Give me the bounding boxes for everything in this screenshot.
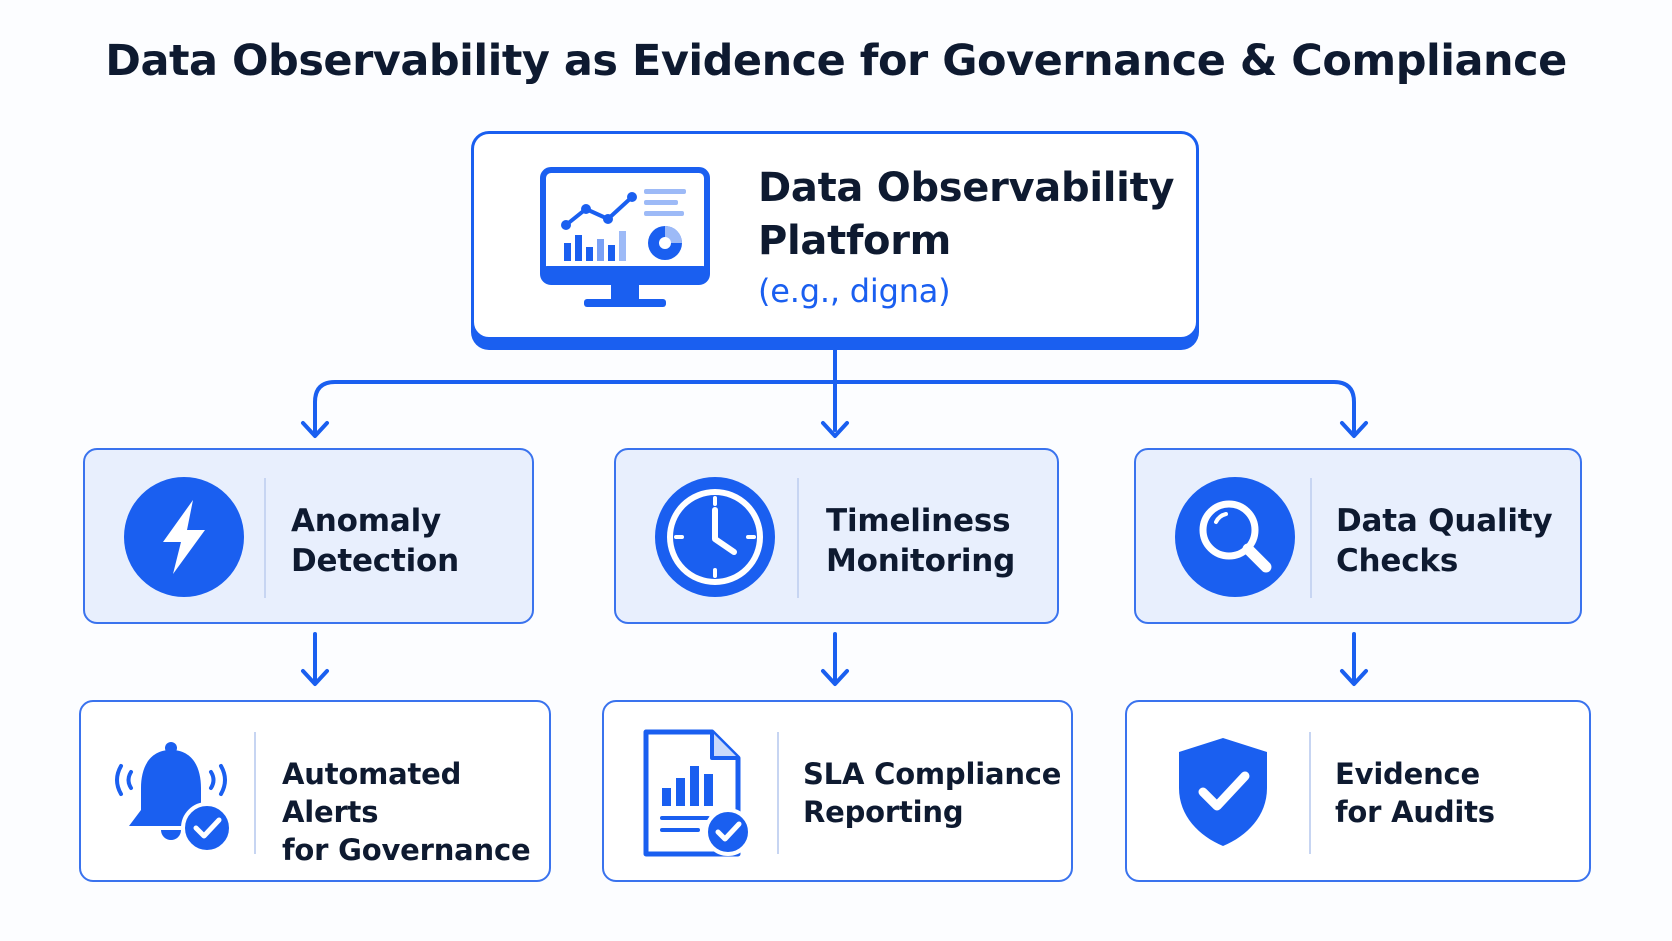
platform-subtitle: (e.g., digna) [758,272,951,310]
outcome-card-evidence-audits: Evidence for Audits [1125,700,1591,882]
bell-check-icon [115,742,233,854]
clock-icon [655,477,775,597]
magnifier-icon [1175,477,1295,597]
lightning-bolt-icon [124,477,244,597]
feature-card-data-quality-checks: Data Quality Checks [1134,448,1582,624]
arrowhead-right [1340,421,1368,438]
feature-card-timeliness-monitoring: Timeliness Monitoring [614,448,1059,624]
card-divider [1309,732,1311,854]
platform-box: Data Observability Platform (e.g., digna… [471,131,1199,340]
card-divider [264,478,266,598]
feature-label: Anomaly Detection [291,501,459,581]
outcome-card-automated-alerts: Automated Alerts for Governance [79,700,551,882]
feature-label: Timeliness Monitoring [826,501,1015,581]
feature-label-line2: Detection [291,543,459,579]
feature-label: Data Quality Checks [1336,501,1553,581]
feature-label-line1: Timeliness [826,503,1011,539]
feature-label-line2: Monitoring [826,543,1016,579]
card-divider [254,732,256,854]
card-divider [777,732,779,854]
outcome-label-line1: SLA Compliance [803,757,1062,791]
feature-label-line1: Data Quality [1336,503,1553,539]
outcome-label-line1: Automated Alerts [282,757,462,829]
outcome-label-line2: Reporting [803,795,964,829]
outcome-label: Evidence for Audits [1335,755,1495,831]
feature-label-line1: Anomaly [291,503,442,539]
outcome-label: Automated Alerts for Governance [282,755,549,869]
report-check-icon [643,729,752,857]
arrowhead-left [301,421,329,438]
monitor-dashboard-icon [540,167,710,307]
feature-label-line2: Checks [1336,543,1459,579]
card-divider [1310,478,1312,598]
outcome-label-line2: for Audits [1335,795,1495,829]
shield-check-icon [1179,738,1267,846]
connector-branch [313,380,1356,436]
outcome-label: SLA Compliance Reporting [803,755,1061,831]
platform-title: Data Observability Platform [758,165,1175,264]
arrowhead-center [821,421,849,438]
feature-card-anomaly-detection: Anomaly Detection [83,448,534,624]
card-divider [797,478,799,598]
outcome-label-line2: for Governance [282,833,531,867]
outcome-card-sla-compliance: SLA Compliance Reporting [602,700,1073,882]
outcome-label-line1: Evidence [1335,757,1480,791]
diagram-title: Data Observability as Evidence for Gover… [105,36,1567,86]
